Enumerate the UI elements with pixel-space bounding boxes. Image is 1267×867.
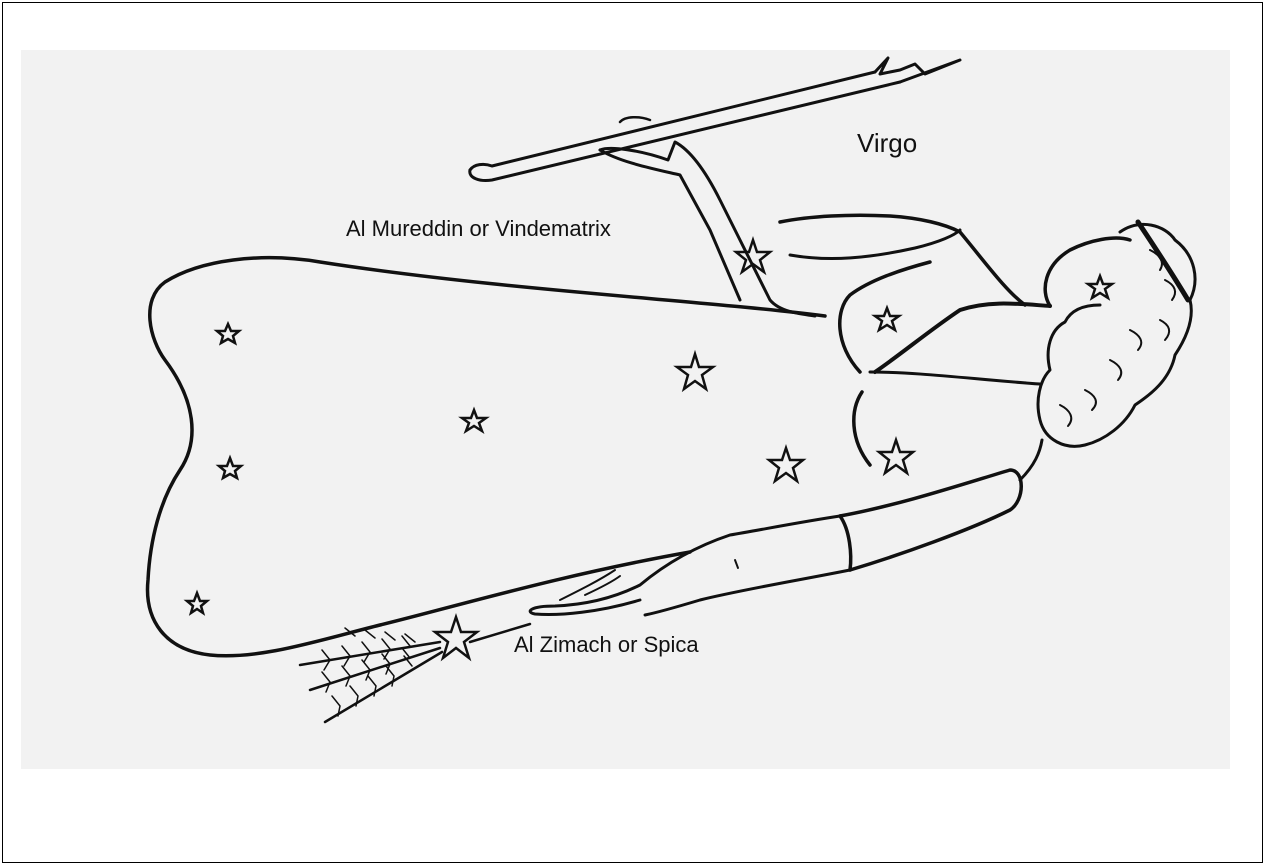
raised-arm [600,142,960,316]
head [1038,222,1195,446]
label-al-zimach: Al Zimach or Spica [514,632,699,658]
palm-branch-icon [470,58,960,181]
stars [187,240,1112,658]
star-icon [677,354,713,389]
constellation-title: Virgo [857,128,917,159]
star-icon [462,410,486,431]
wheat-sheaf-icon [300,624,530,722]
star-icon [219,458,241,478]
star-icon [217,324,239,343]
label-al-mureddin: Al Mureddin or Vindematrix [346,216,611,242]
robe-outline [148,215,1050,656]
star-icon [879,440,913,473]
star-icon [875,308,899,330]
lower-arm [530,440,1042,615]
star-icon [769,448,803,481]
star-icon [1088,276,1112,298]
star-icon [187,593,207,613]
